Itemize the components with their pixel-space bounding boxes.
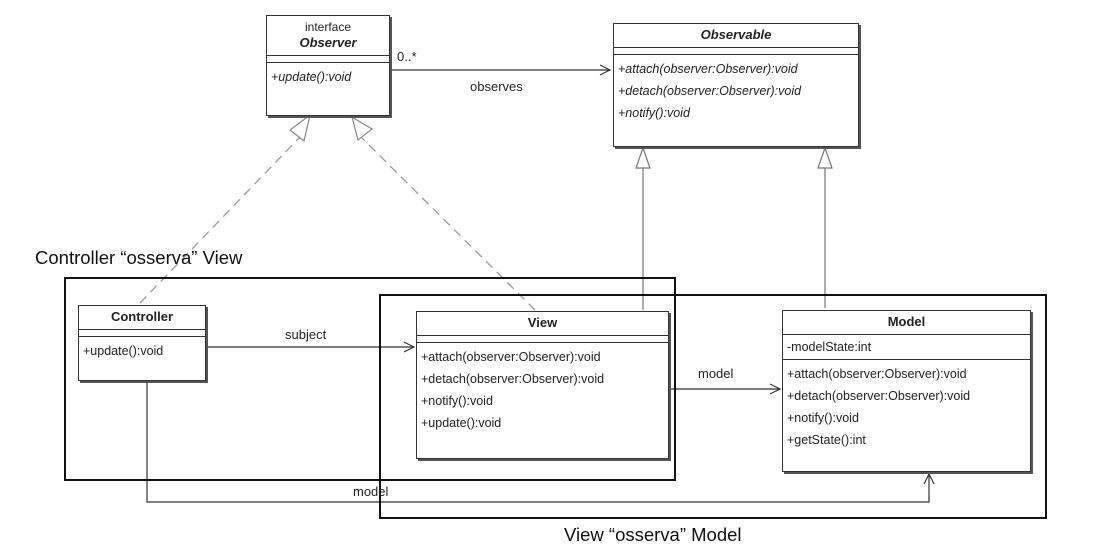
- view-realizes-observer-line: [361, 137, 536, 311]
- model-method: +attach(observer:Observer):void: [787, 367, 967, 381]
- model-name: Model: [887, 314, 926, 329]
- model-method: +detach(observer:Observer):void: [787, 389, 971, 403]
- observable-methods-section: +attach(observer:Observer):void +detach(…: [614, 55, 858, 127]
- controller-realizes-observer-line: [139, 136, 301, 304]
- observer-attributes-section: [267, 56, 389, 63]
- view-class-box[interactable]: View +attach(observer:Observer):void +de…: [416, 311, 669, 459]
- view-observes-model-caption: View “osserva” Model: [564, 524, 742, 545]
- controller-model-label: model: [353, 484, 389, 499]
- observer-method: +update():void: [271, 70, 352, 84]
- controller-observes-view-caption: Controller “osserva” View: [35, 247, 243, 268]
- observable-name: Observable: [700, 27, 772, 42]
- observable-method: +attach(observer:Observer):void: [618, 62, 798, 76]
- view-generalization-arrowhead: [635, 146, 651, 169]
- view-methods-section: +attach(observer:Observer):void +detach(…: [417, 343, 668, 437]
- observer-methods-section: +update():void: [267, 63, 389, 91]
- observable-method: +detach(observer:Observer):void: [618, 84, 802, 98]
- observer-stereotype: interface: [304, 20, 352, 34]
- controller-attributes-section: [79, 330, 205, 337]
- observable-method: +notify():void: [618, 106, 690, 120]
- observer-header: interface Observer: [267, 16, 389, 56]
- model-attributes-section: -modelState:int: [783, 335, 1030, 360]
- controller-name: Controller: [110, 309, 174, 324]
- view-method: +attach(observer:Observer):void: [421, 350, 601, 364]
- subject-label: subject: [285, 327, 327, 342]
- controller-header: Controller: [79, 306, 205, 330]
- view-model-label: model: [698, 366, 734, 381]
- view-attributes-section: [417, 336, 668, 343]
- observable-attributes-section: [614, 48, 858, 55]
- observes-label: observes: [470, 79, 523, 94]
- controller-method: +update():void: [83, 344, 164, 358]
- model-generalization-arrowhead: [817, 146, 833, 169]
- view-method: +update():void: [421, 416, 502, 430]
- view-realization-arrowhead: [351, 115, 374, 142]
- model-header: Model: [783, 311, 1030, 335]
- observer-interface-box[interactable]: interface Observer +update():void: [266, 15, 390, 116]
- view-header: View: [417, 312, 668, 336]
- observer-name: Observer: [299, 35, 357, 50]
- view-observes-model-frame: [379, 294, 1047, 519]
- model-class-box[interactable]: Model -modelState:int +attach(observer:O…: [782, 310, 1031, 472]
- controller-methods-section: +update():void: [79, 337, 205, 365]
- model-method: +notify():void: [787, 411, 859, 425]
- view-method: +detach(observer:Observer):void: [421, 372, 605, 386]
- controller-class-box[interactable]: Controller +update():void: [78, 305, 206, 381]
- view-name: View: [527, 315, 558, 330]
- multiplicity-label: 0..*: [397, 49, 417, 64]
- observable-header: Observable: [614, 24, 858, 48]
- controller-observes-view-frame: [64, 277, 676, 481]
- controller-model-association-line: [146, 383, 929, 503]
- controller-realization-arrowhead: [289, 113, 311, 143]
- model-attribute: -modelState:int: [787, 340, 872, 354]
- model-methods-section: +attach(observer:Observer):void +detach(…: [783, 360, 1030, 454]
- observable-class-box[interactable]: Observable +attach(observer:Observer):vo…: [613, 23, 859, 147]
- view-method: +notify():void: [421, 394, 493, 408]
- model-method: +getState():int: [787, 433, 866, 447]
